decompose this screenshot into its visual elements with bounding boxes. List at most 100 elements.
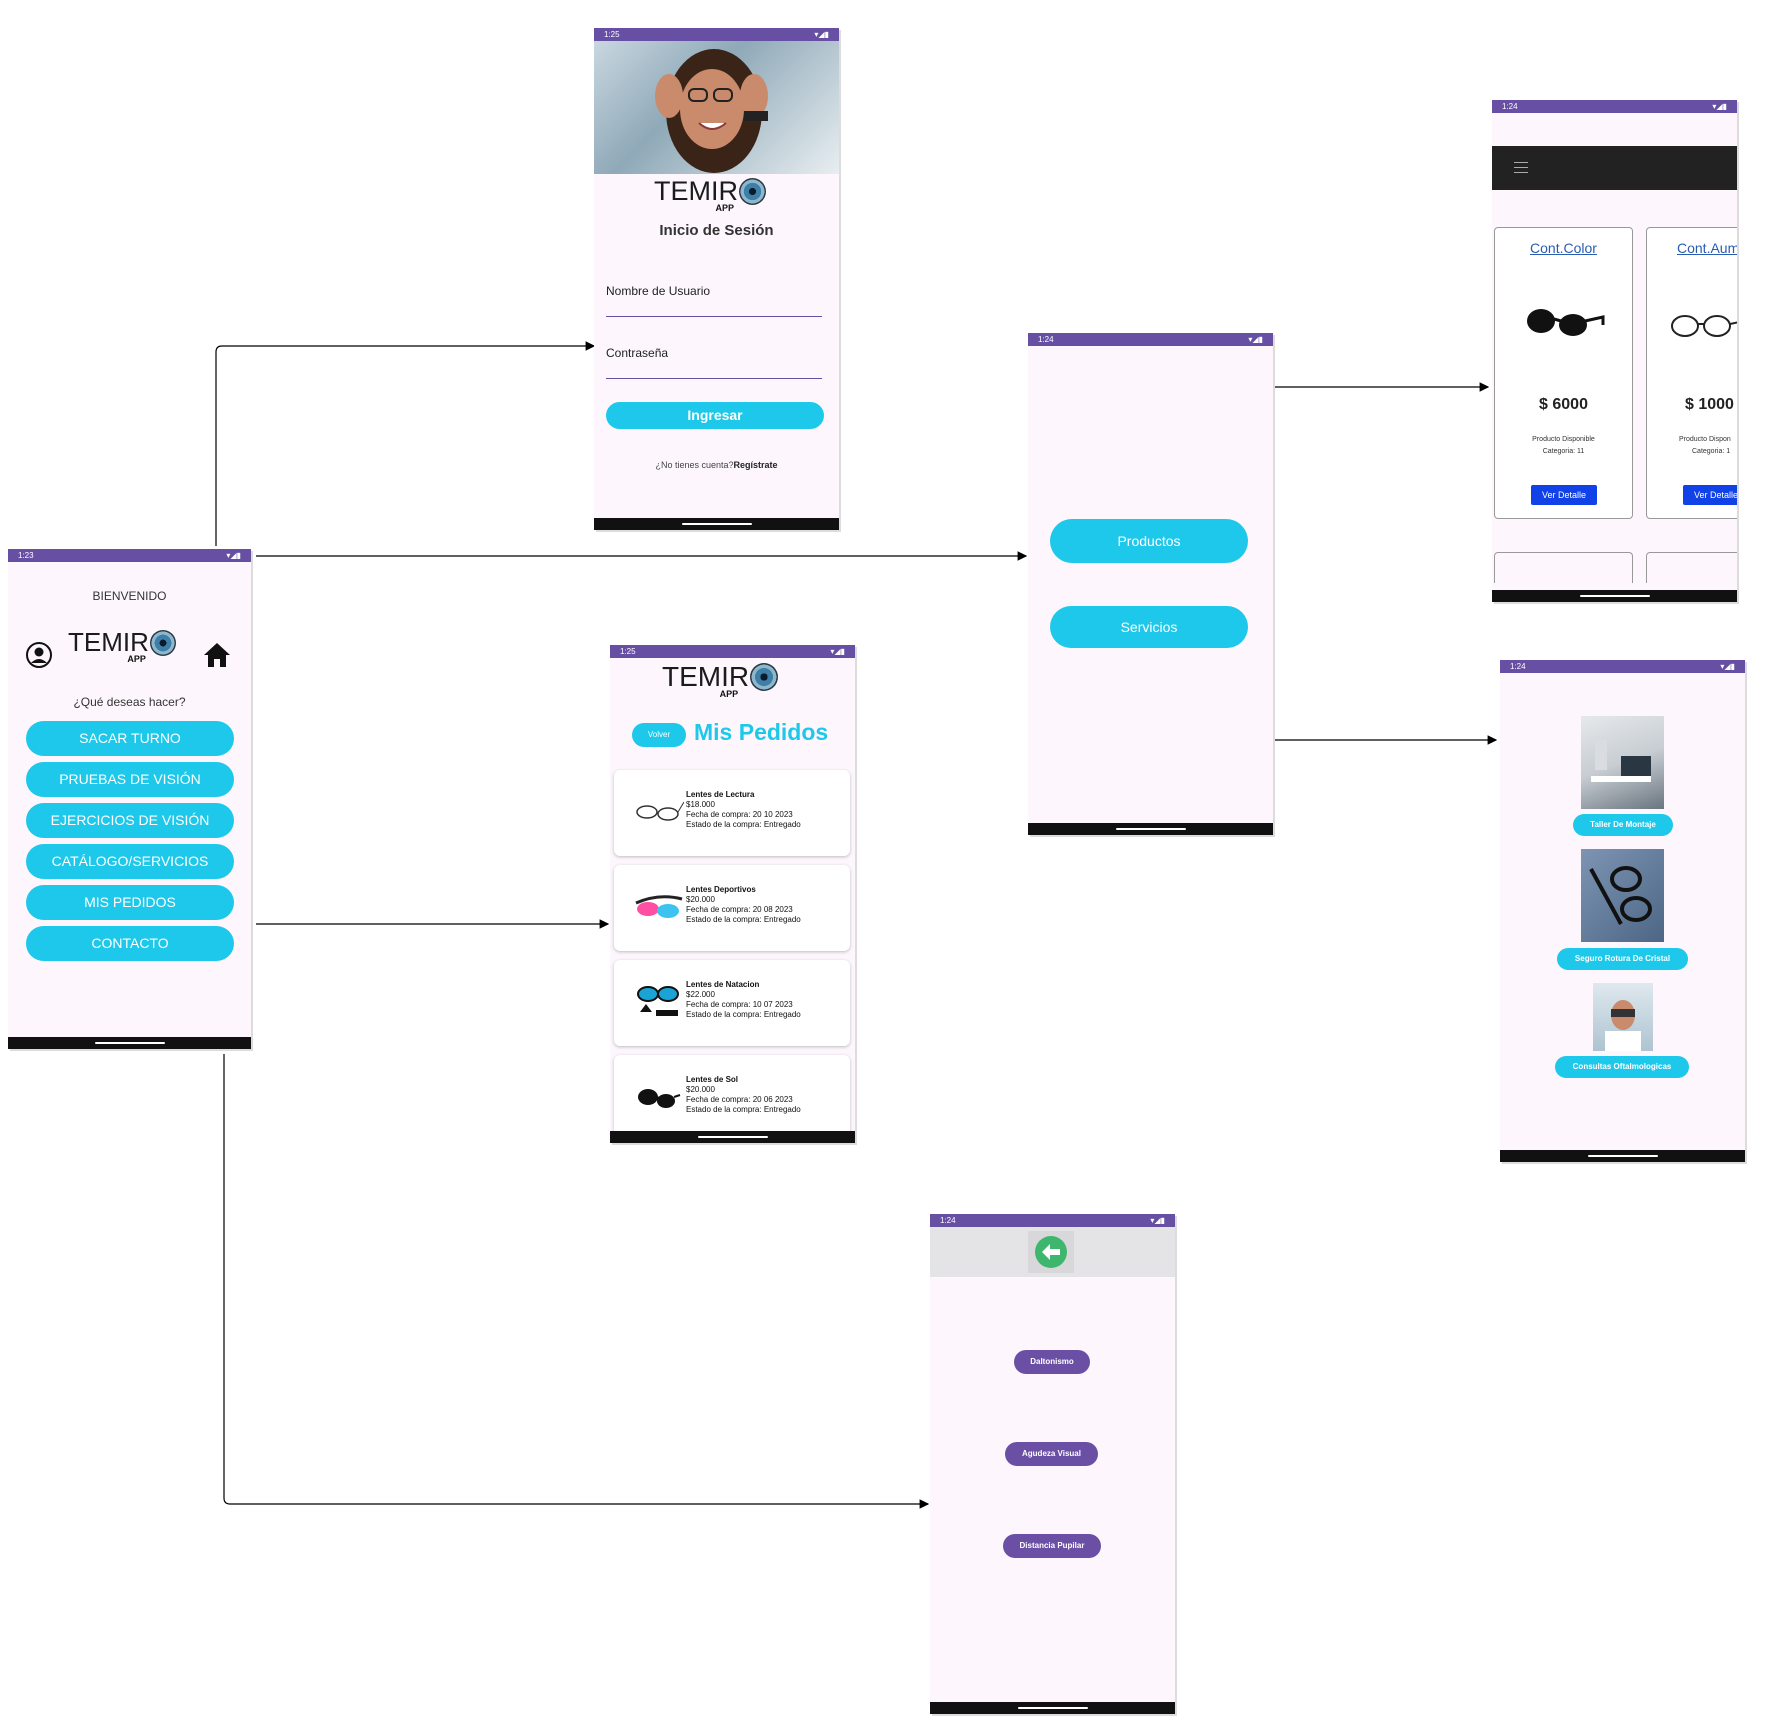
- menu-icon[interactable]: [1514, 162, 1528, 173]
- nav-bar: [1492, 590, 1737, 602]
- order-name: Lentes de Lectura: [686, 790, 755, 799]
- status-bar: 1:24 ▾◢▮: [1492, 100, 1737, 113]
- ver-detalle-button[interactable]: Ver Detalle: [1531, 485, 1597, 505]
- product-price: $ 6000: [1539, 396, 1588, 413]
- product-card-partial: [1646, 552, 1737, 583]
- eyeglasses-product-image: [1671, 315, 1737, 337]
- broken-glasses-photo: [1581, 849, 1664, 942]
- mis-pedidos-button[interactable]: MIS PEDIDOS: [26, 885, 234, 920]
- taller-montaje-button[interactable]: Taller De Montaje: [1573, 814, 1673, 836]
- product-title[interactable]: Cont.Color: [1530, 240, 1597, 256]
- question-text: ¿Qué deseas hacer?: [73, 695, 186, 709]
- status-time: 1:25: [620, 647, 636, 656]
- workshop-photo: [1581, 716, 1664, 809]
- status-icons: ▾◢▮: [1712, 102, 1727, 111]
- status-bar: 1:25 ▾◢▮: [610, 645, 855, 658]
- login-title: Inicio de Sesión: [659, 222, 774, 239]
- consultas-oftalmologicas-button[interactable]: Consultas Oftalmologicas: [1555, 1056, 1689, 1078]
- welcome-text: BIENVENIDO: [92, 589, 167, 603]
- status-time: 1:24: [1038, 335, 1054, 344]
- orders-screen: 1:25▾◢▮ TEMIR APP Volver Mis Pedidos Len…: [610, 645, 855, 1143]
- product-availability: Producto Disponible: [1532, 436, 1595, 443]
- password-label: Contraseña: [606, 346, 669, 360]
- top-bar: [930, 1227, 1175, 1277]
- status-icons: ▾◢▮: [814, 30, 829, 39]
- order-price: $22.000: [686, 990, 715, 999]
- products-screen: 1:24 ▾◢▮ Cont.Color $ 6000 Producto Dispo…: [1492, 100, 1737, 602]
- temir-logo: TEMIR APP: [662, 661, 779, 699]
- services-screen: 1:24▾◢▮ Taller De Montaje Seguro Rotura …: [1500, 660, 1745, 1162]
- home-icon[interactable]: [202, 641, 232, 669]
- swim-goggles-icon: [637, 986, 679, 1016]
- order-date: Fecha de compra: 20 10 2023: [686, 810, 793, 819]
- app-toolbar: [1492, 146, 1737, 190]
- password-field[interactable]: [606, 366, 822, 379]
- order-name: Lentes de Natacion: [686, 980, 760, 989]
- status-time: 1:24: [940, 1216, 956, 1225]
- order-card[interactable]: Lentes de Sol $20.000 Fecha de compra: 2…: [614, 1055, 850, 1141]
- product-card: Cont.Color $ 6000 Producto Disponible Ca…: [1494, 227, 1633, 519]
- order-status: Estado de la compra: Entregado: [686, 915, 801, 924]
- nav-bar: [930, 1702, 1175, 1714]
- sunglasses-icon: [638, 1089, 681, 1108]
- status-time: 1:25: [604, 30, 620, 39]
- status-time: 1:24: [1510, 662, 1526, 671]
- username-label: Nombre de Usuario: [606, 284, 711, 298]
- catalogo-servicios-button[interactable]: CATÁLOGO/SERVICIOS: [26, 844, 234, 879]
- nav-bar: [594, 518, 839, 530]
- daltonismo-button[interactable]: Daltonismo: [1014, 1350, 1090, 1374]
- order-card[interactable]: Lentes de Lectura $18.000 Fecha de compr…: [614, 770, 850, 856]
- status-time: 1:24: [1502, 102, 1518, 111]
- nav-bar: [1500, 1150, 1745, 1162]
- nav-bar: [8, 1037, 251, 1049]
- status-icons: ▾◢▮: [830, 647, 845, 656]
- order-card[interactable]: Lentes Deportivos $20.000 Fecha de compr…: [614, 865, 850, 951]
- product-card: Cont.Aum $ 1000 Producto Dispon Categori…: [1646, 227, 1737, 519]
- product-title[interactable]: Cont.Aum: [1677, 240, 1737, 256]
- status-bar: 1:24 ▾◢▮: [1028, 333, 1273, 346]
- status-icons: ▾◢▮: [1248, 335, 1263, 344]
- pruebas-vision-button[interactable]: PRUEBAS DE VISIÓN: [26, 762, 234, 797]
- ver-detalle-button[interactable]: Ver Detalle: [1683, 485, 1737, 505]
- sacar-turno-button[interactable]: SACAR TURNO: [26, 721, 234, 756]
- order-price: $18.000: [686, 800, 715, 809]
- order-price: $20.000: [686, 895, 715, 904]
- ejercicios-vision-button[interactable]: EJERCICIOS DE VISIÓN: [26, 803, 234, 838]
- status-bar: 1:24▾◢▮: [1500, 660, 1745, 673]
- order-date: Fecha de compra: 10 07 2023: [686, 1000, 793, 1009]
- distancia-pupilar-button[interactable]: Distancia Pupilar: [1003, 1534, 1101, 1558]
- reading-glasses-icon: [636, 801, 684, 821]
- home-screen: 1:23▾◢▮ BIENVENIDO TEMIR APP ¿Qué deseas…: [8, 549, 251, 1049]
- status-icons: ▾◢▮: [226, 551, 241, 560]
- status-bar: 1:23▾◢▮: [8, 549, 251, 562]
- order-card[interactable]: Lentes de Natacion $22.000 Fecha de comp…: [614, 960, 850, 1046]
- arrow-home-to-tests: [223, 1054, 930, 1509]
- sunglasses-product-image: [1527, 309, 1605, 336]
- product-category: Categoria: 11: [1542, 448, 1585, 455]
- profile-icon[interactable]: [26, 642, 52, 668]
- order-status: Estado de la compra: Entregado: [686, 1010, 801, 1019]
- sport-glasses-icon: [635, 895, 683, 918]
- catalog-menu-screen: 1:24 ▾◢▮ Productos Servicios: [1028, 333, 1273, 835]
- username-field[interactable]: [606, 304, 822, 317]
- status-bar: 1:25 ▾◢▮: [594, 28, 839, 41]
- order-price: $20.000: [686, 1085, 715, 1094]
- back-arrow-icon[interactable]: [1028, 1231, 1074, 1273]
- status-bar: 1:24▾◢▮: [930, 1214, 1175, 1227]
- contacto-button[interactable]: CONTACTO: [26, 926, 234, 961]
- order-name: Lentes de Sol: [686, 1075, 739, 1084]
- order-date: Fecha de compra: 20 08 2023: [686, 905, 793, 914]
- order-name: Lentes Deportivos: [686, 885, 756, 894]
- productos-button[interactable]: Productos: [1050, 519, 1248, 563]
- agudeza-visual-button[interactable]: Agudeza Visual: [1005, 1442, 1098, 1466]
- eye-exam-photo: [1593, 983, 1653, 1051]
- product-availability: Producto Dispon: [1679, 436, 1731, 443]
- arrow-home-to-login: [215, 341, 596, 546]
- ingresar-button[interactable]: Ingresar: [606, 402, 824, 429]
- volver-button[interactable]: Volver: [632, 723, 686, 747]
- login-screen: 1:25▾◢▮ TEMIR APP Inicio de Sesión Nombr…: [594, 28, 839, 530]
- servicios-button[interactable]: Servicios: [1050, 606, 1248, 648]
- seguro-rotura-button[interactable]: Seguro Rotura De Cristal: [1557, 948, 1688, 970]
- register-link[interactable]: Regístrate: [733, 460, 778, 470]
